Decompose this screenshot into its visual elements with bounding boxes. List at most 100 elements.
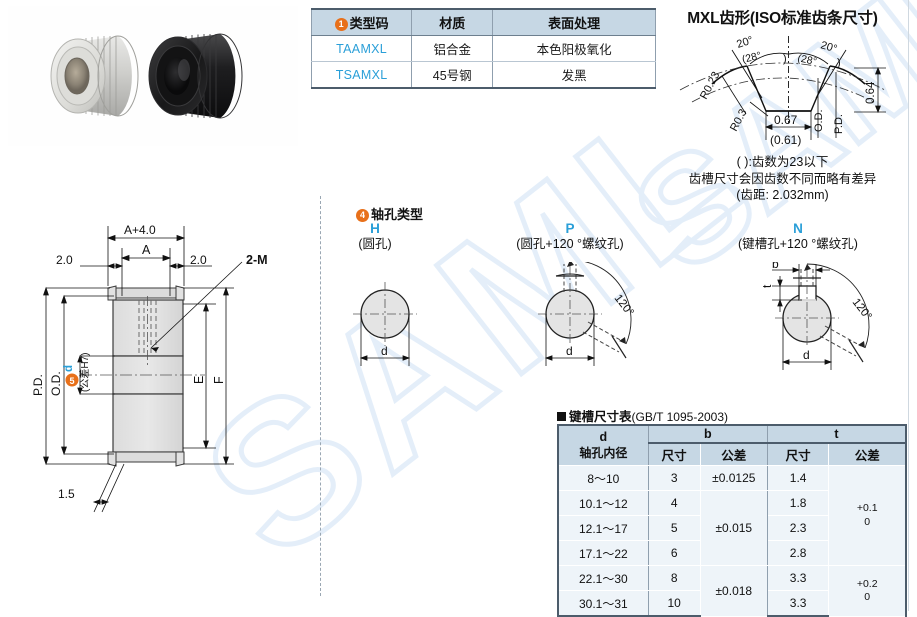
bore-letter-h: H [370,221,380,236]
kw-cell-d: 17.1～22 [556,540,649,566]
kw-cell-t-size: 3.3 [766,565,830,591]
bore-label-n: N (键槽孔+120 °螺纹孔) [698,222,898,252]
product-photo [8,6,298,146]
right-divider [908,0,909,611]
center-dashed-divider [320,196,321,596]
kw-cell-t-tol: +0.1 0 [828,465,908,566]
callout-2m: 2-M [246,253,268,267]
header-material: 材质 [411,8,494,36]
cell-code: TSAMXL [310,61,413,89]
bore-desc-h: (圆孔) [358,237,392,251]
bore-letter-n: N [793,221,803,236]
kw-header-t-size: 尺寸 [766,442,830,466]
mxl-note-2: 齿槽尺寸会因齿数不同而略有差异 [688,171,877,186]
kw-cell-d: 8～10 [556,465,649,491]
badge-5-circle [65,373,79,387]
kw-header-b-size: 尺寸 [647,442,701,466]
square-bullet-icon [557,412,566,421]
angle-left-20: 20° [735,34,755,51]
kw-cell-d: 22.1～30 [556,565,649,591]
table-row: 22.1～30 8 ±0.018 3.3 +0.2 0 [556,565,908,617]
dim-d-tolerance: (公差H7) [78,353,91,392]
cell-material: 45号钢 [411,61,494,89]
mxl-profile-drawing: 20° 20° (28° (28° ) ) R0.23 R0.3 0.67 (0… [679,34,886,147]
kw-cell-b-size: 10 [647,590,701,617]
mxl-notes: ( ):齿数为23以下 齿槽尺寸会因齿数不同而略有差异 (齿距: 2.032mm… [650,154,915,204]
table-row: 30.1～31 10 3.3 [556,590,906,617]
paren-close-left: ) [783,53,787,65]
label-r023: R0.23 [698,70,722,102]
angle-right-20: 20° [819,39,838,55]
kw-header-d-sub: 轴孔内径 [579,446,628,460]
bore-label-p: P (圆孔+120 °螺纹孔) [470,222,670,252]
kw-cell-b-size: 4 [647,490,701,516]
header-surface-finish: 表面处理 [492,8,656,36]
kw-cell-b-size: 3 [647,465,701,491]
kw-cell-d: 30.1～31 [556,590,649,617]
bore-dim-d-p: d [566,344,573,358]
kw-header-d: d 轴孔内径 [556,424,649,466]
dim-od: O.D. [49,371,63,396]
kw-cell-d: 12.1～17 [556,515,649,541]
keyway-sub-header-row: 尺寸 公差 尺寸 公差 [558,442,908,466]
bore-types-diagrams: H (圆孔) P (圆孔+120 °螺纹孔) N (键槽孔+120 °螺纹孔) [340,222,915,397]
table-row: 12.1～17 5 2.3 [556,515,906,541]
kw-cell-t-tol: +0.2 0 [828,565,908,617]
label-r03: R0.3 [728,107,750,133]
cell-finish: 本色阳极氧化 [492,35,656,62]
bore-dim-b: b [772,262,779,271]
bore-letter-p: P [565,221,575,236]
keyway-group-header-row: d 轴孔内径 b t [556,424,907,466]
dim-d: d [63,365,75,372]
kw-cell-t-size: 2.8 [766,540,830,566]
bore-desc-n: (键槽孔+120 °螺纹孔) [738,237,858,251]
cell-material: 铝合金 [411,35,494,62]
kw-header-b: b [647,424,768,444]
mxl-note-1: ( ):齿数为23以下 [736,155,829,169]
kw-t-tol-upper: +0.1 [856,502,878,515]
bore-diagram-h: d [353,282,417,366]
kw-t-tol-lower: 0 [864,515,871,528]
label-od: O.D. [813,109,825,132]
keyway-table: d 轴孔内径 b t 尺寸 公差 尺寸 公差 8～10 3 ±0.0125 [556,424,908,617]
kw-cell-b-tol: ±0.018 [699,565,768,617]
bore-desc-p: (圆孔+120 °螺纹孔) [516,237,624,251]
badge-4: 4 [356,209,369,222]
dim-a: A [142,243,151,257]
pulley-cross-section: 2-M A+4.0 A 2.0 [20,196,320,526]
dim-chamfer-15: 1.5 [58,487,75,501]
cell-code: TAAMXL [310,35,413,62]
label-height-064: 0.64 [865,81,877,104]
kw-cell-b-size: 8 [647,565,701,591]
kw-cell-t-size: 1.4 [766,465,830,491]
label-pd: P.D. [833,114,845,134]
kw-cell-t-size: 1.8 [766,490,830,516]
bore-diagram-n: 120° b t [760,262,874,370]
bore-dim-t: t [760,284,774,288]
dim-right-2: 2.0 [190,253,207,267]
kw-cell-b-tol: ±0.0125 [699,465,768,491]
table-row: TSAMXL 45号钢 发黑 [310,61,656,89]
keyway-standard: (GB/T 1095-2003) [631,410,729,424]
bore-diagram-p: 120° d [538,262,636,366]
kw-cell-d: 10.1～12 [556,490,649,516]
dim-left-2: 2.0 [56,253,73,267]
bore-dim-d-n: d [803,348,810,362]
kw-header-t: t [766,424,907,444]
bore-angle-p: 120° [612,292,636,318]
mxl-note-3: (齿距: 2.032mm) [736,188,829,202]
kw-cell-b-size: 5 [647,515,701,541]
kw-t-tol-lower: 0 [864,590,871,603]
badge-1: 1 [334,18,348,31]
paren-close-right: ) [837,57,841,69]
badge-5: 5 [69,376,74,386]
angle-left-28: (28° [741,50,763,66]
kw-header-t-tol: 公差 [828,442,908,466]
table-row: 10.1～12 4 ±0.015 1.8 [556,490,906,566]
dim-pd: P.D. [31,374,45,396]
mxl-tooth-profile: MXL齿形(ISO标准齿条尺寸) [650,6,915,204]
